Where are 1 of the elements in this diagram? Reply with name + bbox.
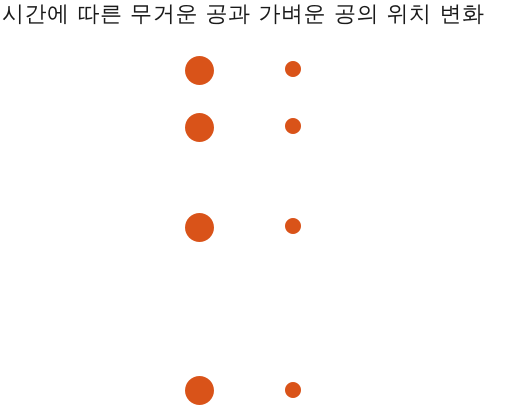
title: 시간에 따른 무거운 공과 가벼운 공의 위치 변화 <box>2 1 485 29</box>
